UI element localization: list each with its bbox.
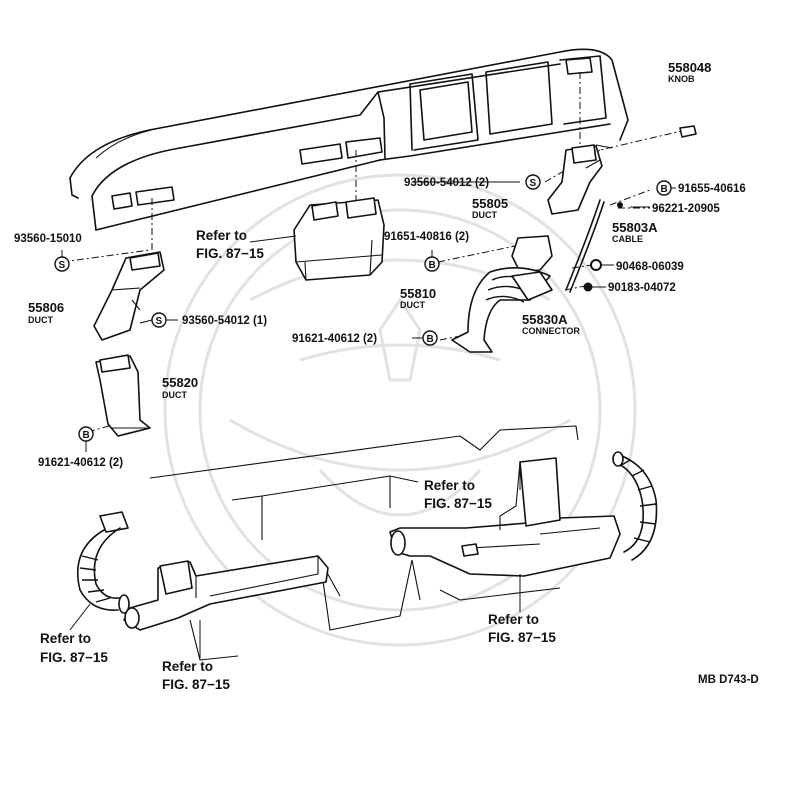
refer-line1: Refer to: [424, 478, 475, 493]
part-description: DUCT: [162, 390, 187, 400]
fastener-code-93560-54012-1: 93560-54012 (1): [182, 315, 267, 327]
svg-text:S: S: [530, 178, 537, 189]
refer-line2: FIG. 87−15: [196, 246, 264, 261]
fastener-code-91621-40612-b: 91621-40612 (2): [38, 457, 123, 469]
part-number: 558048: [668, 60, 711, 75]
refer-label-left: Refer to FIG. 87−15: [40, 631, 108, 665]
refer-label-center: Refer to FIG. 87−15: [196, 228, 264, 261]
part-label-55803A: 55803A CABLE: [612, 220, 658, 244]
svg-text:S: S: [59, 260, 66, 271]
refer-label-left-center: Refer to FIG. 87−15: [162, 659, 230, 692]
part-description: CABLE: [612, 234, 643, 244]
part-label-55806: 55806 DUCT: [28, 300, 64, 325]
right-hose: [612, 451, 658, 561]
part-description: DUCT: [400, 300, 425, 310]
part-label-55830A: 55830A CONNECTOR: [522, 312, 580, 336]
fastener-code-91651-40816: 91651-40816 (2): [384, 231, 469, 243]
fastener-symbols: S S S B B B B: [54, 174, 672, 442]
fastener-code-91655-40616: 91655-40616: [678, 183, 746, 195]
duct-55820-part: [95, 354, 151, 437]
refer-line1: Refer to: [196, 228, 247, 243]
part-number: 55805: [472, 196, 508, 211]
refer-line2: FIG. 87−15: [40, 650, 108, 665]
refer-line1: Refer to: [488, 612, 539, 627]
part-description: DUCT: [28, 315, 53, 325]
refer-label-right-lower: Refer to FIG. 87−15: [488, 612, 556, 645]
duct-55806-part: [93, 251, 165, 341]
refer-line1: Refer to: [162, 659, 213, 674]
part-label-55820: 55820 DUCT: [162, 375, 198, 400]
refer-label-right-upper: Refer to FIG. 87−15: [424, 478, 492, 511]
left-rear-duct: [123, 555, 329, 631]
part-number: 55806: [28, 300, 64, 315]
duct-55810-part: [451, 235, 553, 353]
part-number: 55803A: [612, 220, 658, 235]
knob-part: [679, 125, 697, 138]
refer-line1: Refer to: [40, 631, 91, 646]
fastener-code-91621-40612-a: 91621-40612 (2): [292, 333, 377, 345]
part-label-558048: 558048 KNOB: [668, 60, 711, 84]
part-number: 55830A: [522, 312, 568, 327]
part-number: 55820: [162, 375, 198, 390]
duct-55805-part: [547, 144, 613, 215]
fastener-code-93560-54012-2: 93560-54012 (2): [404, 177, 489, 189]
svg-text:B: B: [427, 334, 434, 345]
part-number: 55810: [400, 286, 436, 301]
svg-text:S: S: [156, 316, 163, 327]
cable-55803A-part: [565, 199, 623, 293]
floor-structure: [149, 425, 579, 661]
refer-line2: FIG. 87−15: [488, 630, 556, 645]
fastener-code-96221-20905: 96221-20905: [652, 203, 720, 215]
part-description: DUCT: [472, 210, 497, 220]
fastener-code-90468-06039: 90468-06039: [616, 261, 684, 273]
svg-text:B: B: [661, 184, 668, 195]
fastener-code-90183-04072: 90183-04072: [608, 282, 676, 294]
instrument-panel: [69, 48, 629, 231]
fastener-code-93560-15010: 93560-15010: [14, 233, 82, 245]
svg-text:B: B: [83, 430, 90, 441]
diagram-code: MB D743-D: [698, 674, 759, 686]
refer-line2: FIG. 87−15: [162, 677, 230, 692]
left-hose: [76, 511, 130, 614]
watermark-emblem: [163, 173, 637, 647]
center-vent-duct: [293, 197, 385, 281]
part-description: CONNECTOR: [522, 326, 580, 336]
part-label-55805: 55805 DUCT: [472, 196, 508, 220]
part-label-55810: 55810 DUCT: [400, 286, 436, 310]
right-rear-duct: [389, 457, 621, 577]
refer-line2: FIG. 87−15: [424, 496, 492, 511]
part-description: KNOB: [668, 74, 695, 84]
svg-text:B: B: [429, 260, 436, 271]
